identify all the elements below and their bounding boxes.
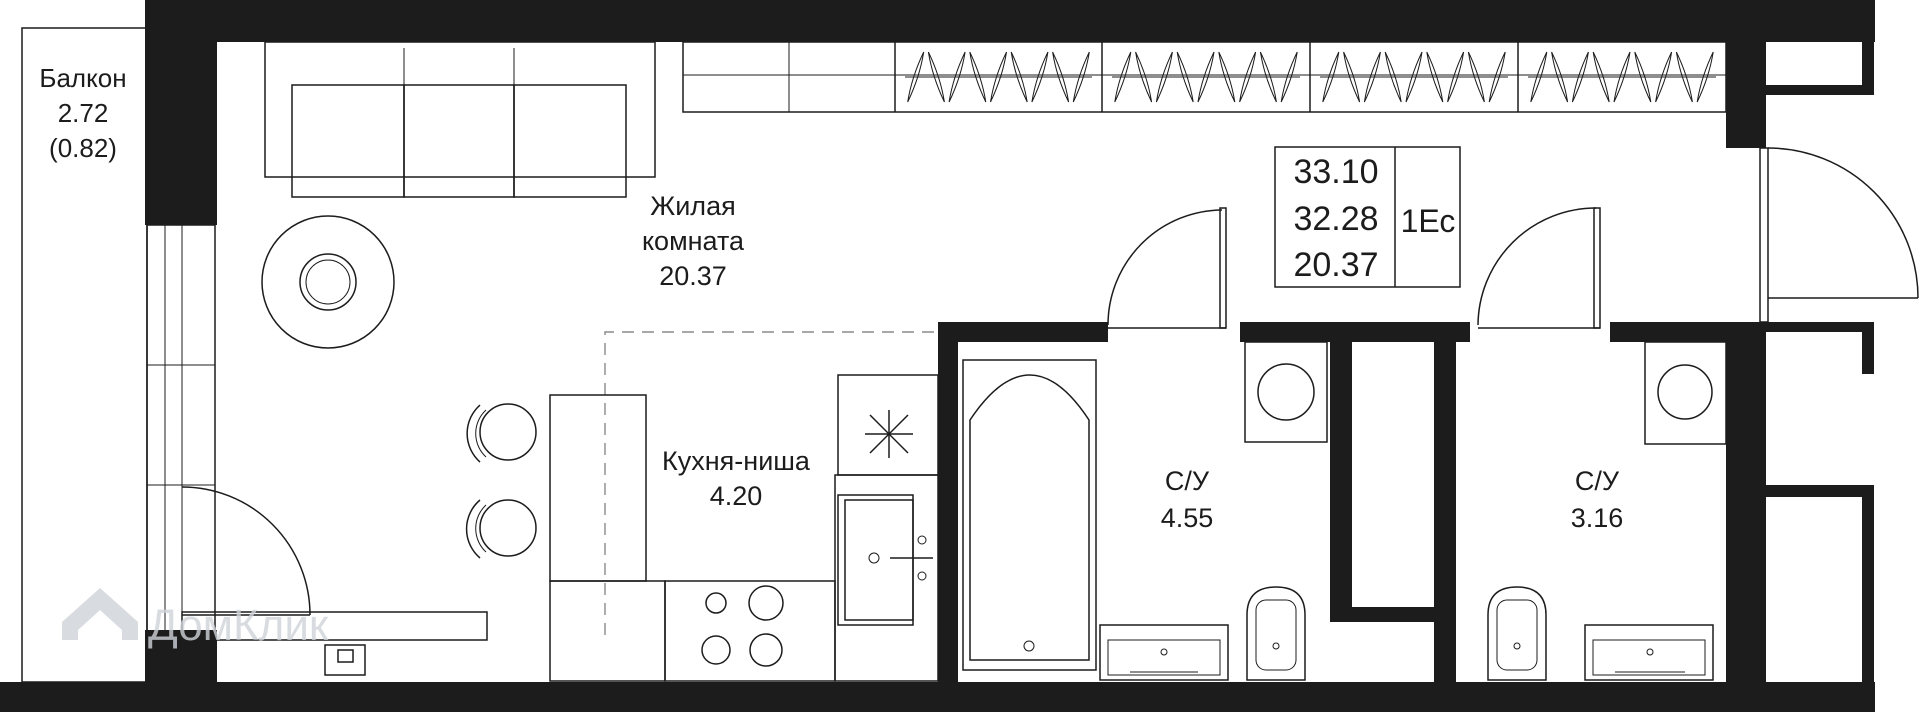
living-room-name-line2: комната bbox=[642, 226, 745, 256]
total-area: 33.10 bbox=[1293, 153, 1378, 191]
hanger-icon bbox=[969, 51, 987, 103]
hanger-icon bbox=[1052, 51, 1070, 103]
toilet-2 bbox=[1487, 586, 1547, 681]
sink-1 bbox=[1099, 624, 1229, 681]
hanger-icon bbox=[1384, 51, 1402, 103]
hanger-icon bbox=[1675, 51, 1693, 103]
hanger-icon bbox=[1155, 51, 1173, 103]
watermark: ДомКлик bbox=[62, 588, 329, 650]
walls bbox=[0, 0, 1875, 712]
bathroom-2-area: 3.16 bbox=[1571, 503, 1624, 533]
hanger-icon bbox=[1363, 51, 1381, 103]
hanger-icon bbox=[1197, 51, 1215, 103]
balcony-area-reduced: (0.82) bbox=[49, 133, 117, 163]
bathroom-1-area: 4.55 bbox=[1161, 503, 1214, 533]
wardrobe bbox=[682, 41, 1727, 113]
hanger-icon bbox=[1571, 51, 1589, 103]
kitchen-name: Кухня-ниша bbox=[662, 446, 811, 476]
apartment-type-code: 1Ес bbox=[1401, 203, 1456, 239]
living-sum-area: 32.28 bbox=[1293, 200, 1378, 238]
hanger-icon bbox=[1114, 51, 1132, 103]
hanger-icon bbox=[1488, 51, 1506, 103]
bathroom-1-door bbox=[1107, 207, 1227, 329]
area-summary-box: 33.10 32.28 20.37 1Ес bbox=[1274, 146, 1461, 288]
toilet-1 bbox=[1246, 586, 1306, 681]
bathroom-1-name: С/У bbox=[1165, 466, 1210, 496]
balcony-area: 2.72 bbox=[58, 98, 109, 128]
entry-door bbox=[1759, 147, 1919, 323]
hanger-icon bbox=[1343, 51, 1361, 103]
hanger-icon bbox=[1218, 51, 1236, 103]
kitchen-area: 4.20 bbox=[710, 481, 763, 511]
hanger-icon bbox=[1592, 51, 1610, 103]
bathroom-2-door bbox=[1477, 207, 1601, 329]
bathtub bbox=[962, 359, 1097, 671]
hanger-icon bbox=[1530, 51, 1548, 103]
sofa bbox=[264, 41, 656, 198]
hanger-icon bbox=[927, 51, 945, 103]
living-area: 20.37 bbox=[1293, 246, 1378, 284]
watermark-text: ДомКлик bbox=[148, 601, 329, 650]
room-labels: Балкон 2.72 (0.82) Жилая комната 20.37 К… bbox=[39, 63, 1623, 533]
hanger-icon bbox=[1467, 51, 1485, 103]
balcony-door bbox=[181, 486, 488, 676]
living-room-name-line1: Жилая bbox=[650, 191, 735, 221]
washer-1 bbox=[1244, 341, 1328, 443]
hanger-icon bbox=[1613, 51, 1631, 103]
balcony-name: Балкон bbox=[39, 63, 126, 93]
living-room-area: 20.37 bbox=[659, 261, 727, 291]
house-icon bbox=[62, 588, 138, 640]
hanger-icon bbox=[990, 51, 1007, 103]
kitchen bbox=[549, 331, 939, 682]
hanger-icon bbox=[1176, 51, 1194, 103]
hanger-icon bbox=[1072, 51, 1090, 103]
sink-2 bbox=[1584, 624, 1714, 681]
hanger-icon bbox=[1280, 51, 1298, 103]
hanger-icon bbox=[1426, 51, 1444, 103]
hanger-icon bbox=[1551, 51, 1569, 103]
dining-chairs bbox=[465, 403, 537, 559]
hanger-icon bbox=[1405, 51, 1423, 103]
hanger-icon bbox=[1655, 51, 1673, 103]
hanger-icon bbox=[1259, 51, 1277, 103]
hanger-icon bbox=[1031, 51, 1049, 103]
hanger-icon bbox=[1135, 51, 1153, 103]
hanger-icon bbox=[1447, 51, 1465, 103]
washer-2 bbox=[1644, 341, 1727, 445]
balcony bbox=[21, 27, 216, 683]
bathroom-2-name: С/У bbox=[1575, 466, 1620, 496]
hanger-icon bbox=[948, 51, 966, 103]
hanger-icon bbox=[1239, 51, 1257, 103]
hanger-icon bbox=[1010, 51, 1028, 103]
hanger-icon bbox=[907, 51, 925, 103]
hanger-icon bbox=[1322, 51, 1340, 103]
hanger-icon bbox=[1696, 51, 1714, 103]
hanger-icon bbox=[1634, 51, 1652, 103]
coffee-table bbox=[261, 215, 395, 349]
